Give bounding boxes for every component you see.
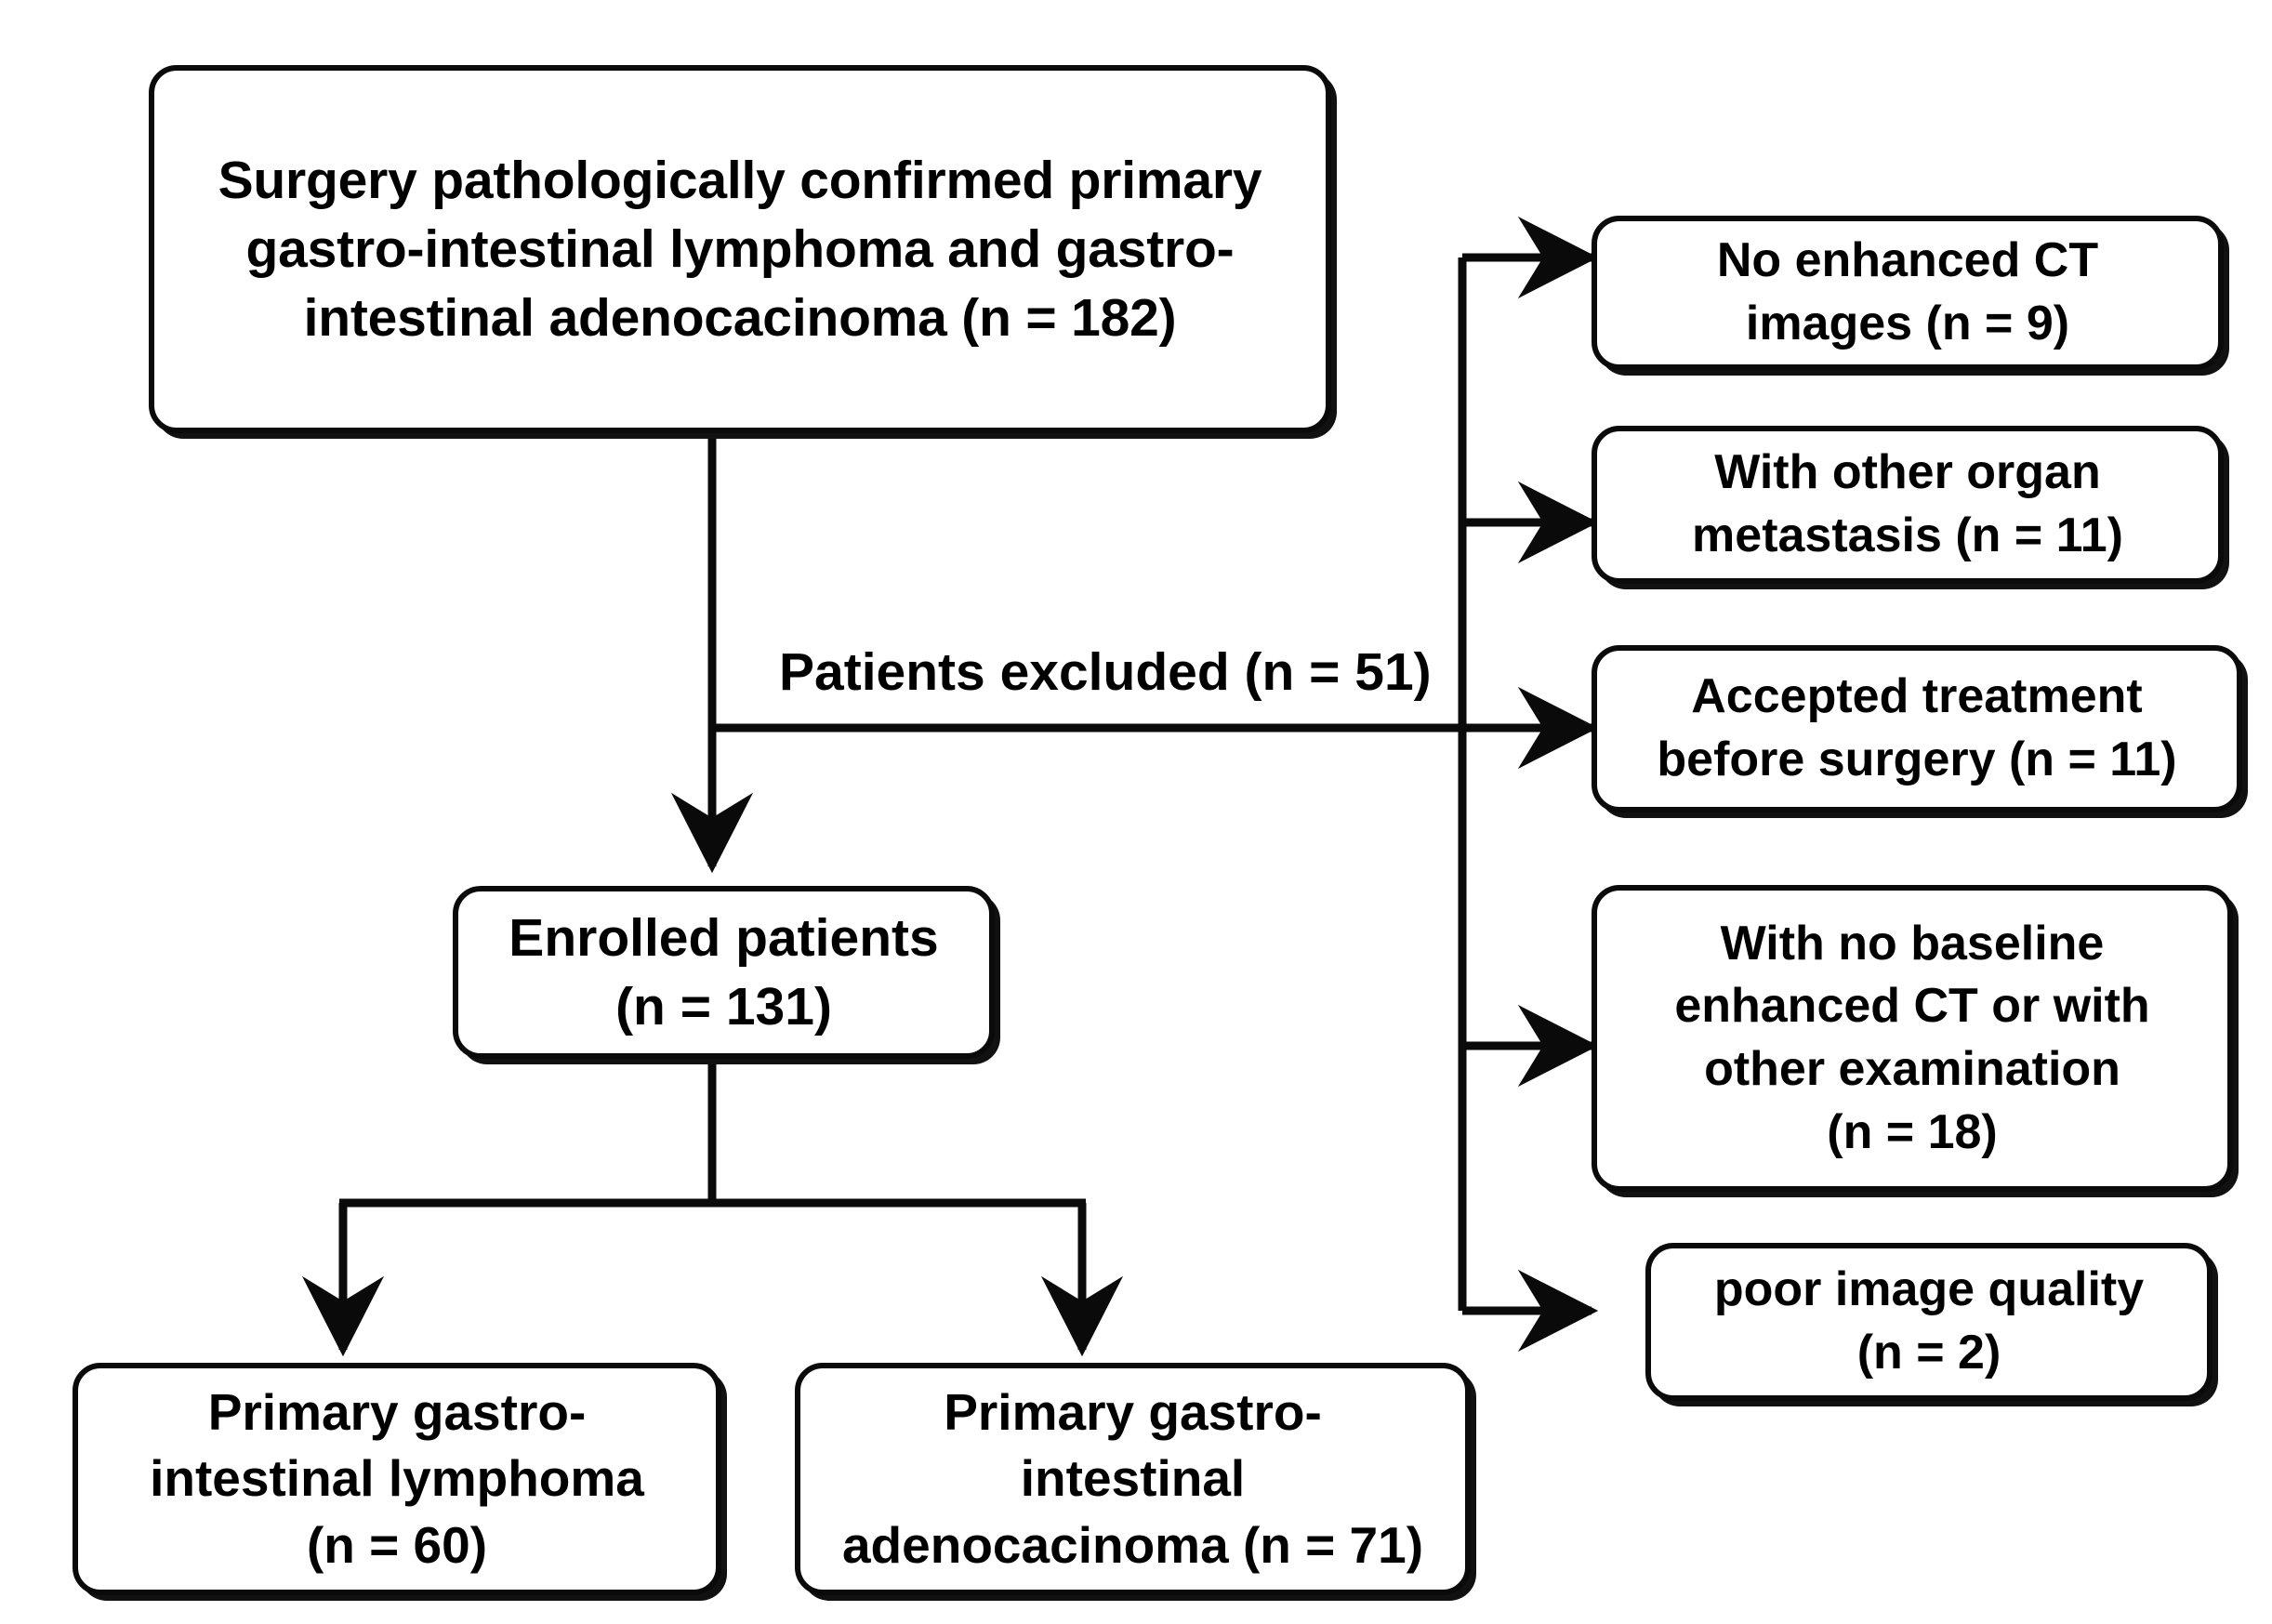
node-exclusion-no-baseline-ct[interactable]: With no baseline enhanced CT or with oth… (1592, 885, 2233, 1192)
edge-enrolled-split (301, 1058, 1124, 1357)
node-enrolled-patients[interactable]: Enrolled patients (n = 131) (453, 886, 995, 1059)
node-exclusion-poor-image-quality[interactable]: poor image quality (n = 2) (1645, 1243, 2213, 1401)
node-outcome-adenocacinoma[interactable]: Primary gastro- intestinal adenocacinoma… (795, 1363, 1471, 1595)
node-exclusion-other-organ-metastasis[interactable]: With other organ metastasis (n = 11) (1592, 426, 2224, 584)
node-exclusion-no-enhanced-ct[interactable]: No enhanced CT images (n = 9) (1592, 216, 2224, 370)
node-source-population[interactable]: Surgery pathologically confirmed primary… (149, 65, 1331, 433)
node-outcome-lymphoma[interactable]: Primary gastro- intestinal lymphoma (n =… (73, 1363, 721, 1595)
label-patients-excluded: Patients excluded (n = 51) (779, 642, 1432, 702)
node-exclusion-accepted-treatment[interactable]: Accepted treatment before surgery (n = 1… (1592, 645, 2242, 812)
